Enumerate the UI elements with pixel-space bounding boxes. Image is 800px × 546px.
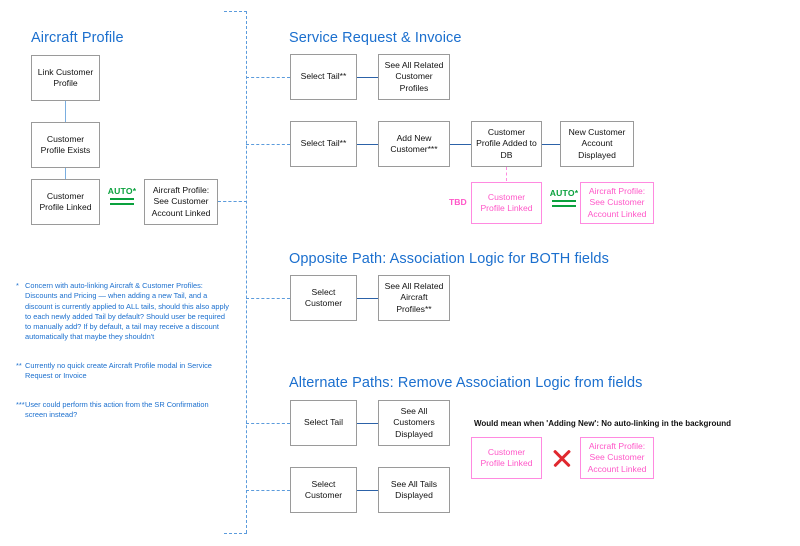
box-sr-see-all-related-customer-profiles[interactable]: See All Related Customer Profiles bbox=[378, 54, 450, 100]
connector-sr-row2-b bbox=[450, 144, 471, 145]
auto-label: AUTO* bbox=[549, 188, 579, 198]
dashed-pink-drop bbox=[506, 167, 507, 181]
dashed-aircraft-result-link bbox=[218, 201, 247, 202]
connector-sr-row2-c bbox=[542, 144, 560, 145]
box-link-customer-profile[interactable]: Link Customer Profile bbox=[31, 55, 100, 101]
box-sr-pink-customer-profile-linked[interactable]: Customer Profile Linked bbox=[471, 182, 542, 224]
box-alt-see-all-customers-displayed[interactable]: See All Customers Displayed bbox=[378, 400, 450, 446]
dashed-branch-sr-row2 bbox=[246, 144, 290, 145]
box-sr-pink-aircraft-profile-see-customer-account-linked[interactable]: Aircraft Profile: See Customer Account L… bbox=[580, 182, 654, 224]
box-alt-pink-customer-profile-linked[interactable]: Customer Profile Linked bbox=[471, 437, 542, 479]
box-sr-add-new-customer[interactable]: Add New Customer*** bbox=[378, 121, 450, 167]
box-op-see-all-related-aircraft-profiles[interactable]: See All Related Aircraft Profiles** bbox=[378, 275, 450, 321]
dashed-top-cap bbox=[224, 11, 247, 12]
footnote-2: ** Currently no quick create Aircraft Pr… bbox=[16, 361, 231, 382]
box-alt-select-customer[interactable]: Select Customer bbox=[290, 467, 357, 513]
footnote-3: *** User could perform this action from … bbox=[16, 400, 231, 421]
heading-aircraft-profile: Aircraft Profile bbox=[31, 30, 124, 46]
footnote-1-text: Concern with auto-linking Aircraft & Cus… bbox=[25, 281, 229, 342]
box-sr-select-tail-2[interactable]: Select Tail** bbox=[290, 121, 357, 167]
box-alt-see-all-tails-displayed[interactable]: See All Tails Displayed bbox=[378, 467, 450, 513]
auto-equals-icon bbox=[545, 200, 583, 207]
cross-out-icon bbox=[551, 447, 573, 469]
box-customer-profile-linked[interactable]: Customer Profile Linked bbox=[31, 179, 100, 225]
connector-sr-row2-a bbox=[357, 144, 378, 145]
heading-alternate-paths: Alternate Paths: Remove Association Logi… bbox=[289, 375, 643, 391]
alternate-paths-caption: Would mean when 'Adding New': No auto-li… bbox=[474, 419, 731, 428]
box-op-select-customer[interactable]: Select Customer bbox=[290, 275, 357, 321]
dashed-branch-sr-row1 bbox=[246, 77, 290, 78]
dashed-spine-vertical bbox=[246, 11, 247, 533]
footnote-2-text: Currently no quick create Aircraft Profi… bbox=[25, 361, 212, 381]
box-alt-select-tail[interactable]: Select Tail bbox=[290, 400, 357, 446]
tbd-label: TBD bbox=[449, 197, 467, 207]
auto-label: AUTO* bbox=[107, 186, 137, 196]
dashed-branch-alt-row2 bbox=[246, 490, 290, 491]
dashed-branch-alt-row1 bbox=[246, 423, 290, 424]
dashed-bottom-cap bbox=[224, 533, 247, 534]
box-sr-select-tail-1[interactable]: Select Tail** bbox=[290, 54, 357, 100]
connector-link-to-exists bbox=[65, 101, 66, 122]
footnote-2-marker: ** bbox=[16, 361, 22, 370]
footnote-3-marker: *** bbox=[16, 400, 25, 409]
footnote-3-text: User could perform this action from the … bbox=[25, 400, 209, 420]
heading-opposite-path: Opposite Path: Association Logic for BOT… bbox=[289, 251, 609, 267]
box-customer-profile-exists[interactable]: Customer Profile Exists bbox=[31, 122, 100, 168]
auto-marker-aircraft-profile: AUTO* bbox=[103, 186, 141, 208]
box-sr-customer-profile-added-to-db[interactable]: Customer Profile Added to DB bbox=[471, 121, 542, 167]
footnote-1: * Concern with auto-linking Aircraft & C… bbox=[16, 281, 231, 343]
auto-marker-service-request: AUTO* bbox=[545, 188, 583, 210]
dashed-branch-opposite bbox=[246, 298, 290, 299]
connector-alt-row1 bbox=[357, 423, 378, 424]
connector-sr-row1 bbox=[357, 77, 378, 78]
connector-op-row1 bbox=[357, 298, 378, 299]
box-sr-new-customer-account-displayed[interactable]: New Customer Account Displayed bbox=[560, 121, 634, 167]
heading-service-request-invoice: Service Request & Invoice bbox=[289, 30, 462, 46]
connector-alt-row2 bbox=[357, 490, 378, 491]
footnote-1-marker: * bbox=[16, 281, 19, 290]
connector-exists-to-linked bbox=[65, 168, 66, 189]
box-aircraft-profile-see-customer-account-linked[interactable]: Aircraft Profile: See Customer Account L… bbox=[144, 179, 218, 225]
box-alt-pink-aircraft-profile-see-customer-account-linked[interactable]: Aircraft Profile: See Customer Account L… bbox=[580, 437, 654, 479]
auto-equals-icon bbox=[103, 198, 141, 205]
